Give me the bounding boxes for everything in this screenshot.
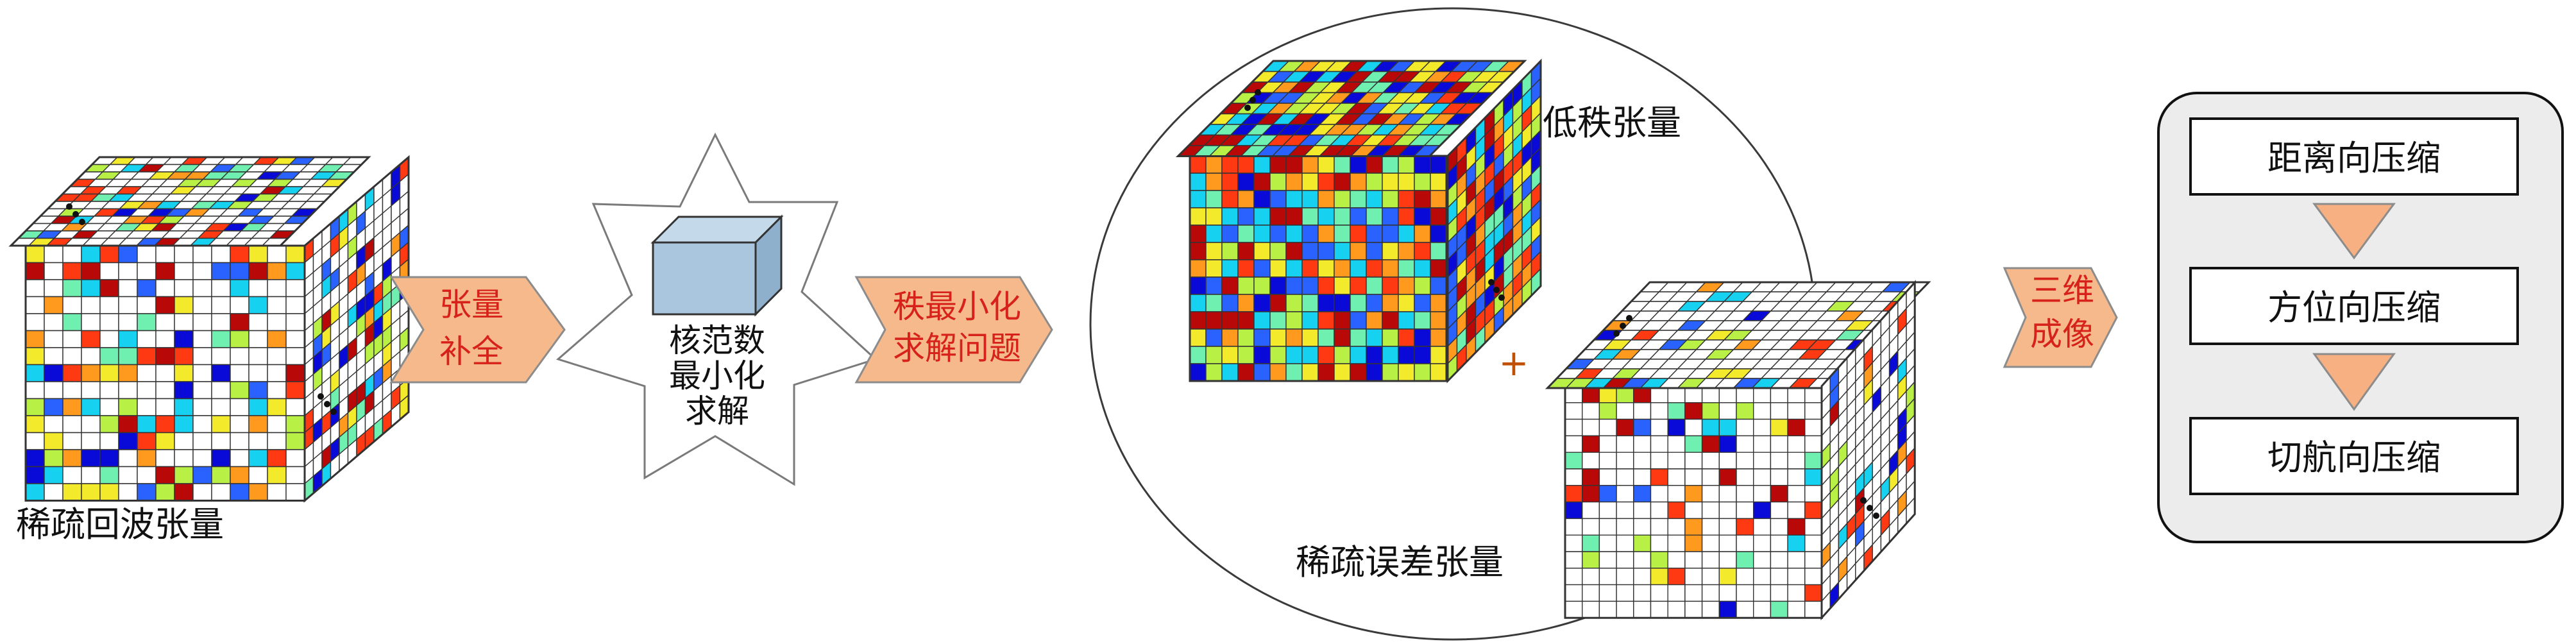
front-face-grid bbox=[1189, 155, 1448, 382]
down-arrow-1 bbox=[2312, 203, 2396, 260]
top-face-grid bbox=[8, 156, 371, 247]
rank-minimization-line-1: 秩最小化 bbox=[893, 288, 1021, 325]
sparse-error-tensor-label: 稀疏误差张量 bbox=[1296, 542, 1504, 582]
side-face-grid bbox=[1820, 280, 1916, 621]
sparse-echo-tensor-cube bbox=[8, 155, 410, 503]
rank-minimization-line-2: 求解问题 bbox=[893, 330, 1021, 367]
top-face-grid bbox=[1175, 60, 1527, 157]
step-2-label: 方位向压缩 bbox=[2267, 287, 2441, 328]
step-1-label: 距离向压缩 bbox=[2267, 138, 2441, 178]
three-d-imaging-line-1: 三维 bbox=[2030, 272, 2094, 309]
star-text-line-2: 最小化 bbox=[669, 357, 765, 394]
star-text-line-3: 求解 bbox=[685, 393, 749, 430]
ellipsis-dots bbox=[1613, 315, 1879, 519]
ellipsis-dots bbox=[1244, 89, 1505, 301]
low-rank-tensor-label: 低秩张量 bbox=[1543, 103, 1681, 143]
down-arrow-2 bbox=[2312, 353, 2396, 411]
ellipsis-dots bbox=[66, 203, 337, 415]
front-face-grid bbox=[1564, 385, 1823, 619]
cube-icon bbox=[650, 214, 784, 317]
sparse-error-tensor-cube bbox=[1545, 280, 1931, 621]
processing-steps-panel: 距离向压缩 方位向压缩 切航向压缩 bbox=[2157, 92, 2564, 543]
plus-sign: + bbox=[1499, 343, 1529, 384]
step-cross-track-compression: 切航向压缩 bbox=[2189, 417, 2519, 495]
step-azimuth-compression: 方位向压缩 bbox=[2189, 267, 2519, 345]
tensor-completion-line-1: 张量 bbox=[439, 286, 504, 323]
front-face-grid bbox=[24, 244, 306, 502]
step-3-label: 切航向压缩 bbox=[2267, 437, 2441, 478]
three-d-imaging-arrow: 三维 成像 bbox=[2003, 267, 2118, 368]
tensor-completion-line-2: 补全 bbox=[439, 333, 504, 370]
low-rank-tensor-cube bbox=[1175, 58, 1542, 384]
three-d-imaging-line-2: 成像 bbox=[2030, 316, 2094, 353]
sparse-echo-tensor-label: 稀疏回波张量 bbox=[16, 504, 224, 545]
step-range-compression: 距离向压缩 bbox=[2189, 117, 2519, 196]
rank-minimization-arrow: 秩最小化 求解问题 bbox=[854, 276, 1053, 384]
side-face-grid bbox=[303, 155, 410, 503]
star-text-line-1: 核范数 bbox=[669, 322, 765, 359]
nuclear-norm-star: 核范数 最小化 求解 bbox=[555, 132, 877, 486]
tensor-completion-arrow: 张量 补全 bbox=[389, 276, 566, 384]
side-face-grid bbox=[1446, 58, 1542, 384]
